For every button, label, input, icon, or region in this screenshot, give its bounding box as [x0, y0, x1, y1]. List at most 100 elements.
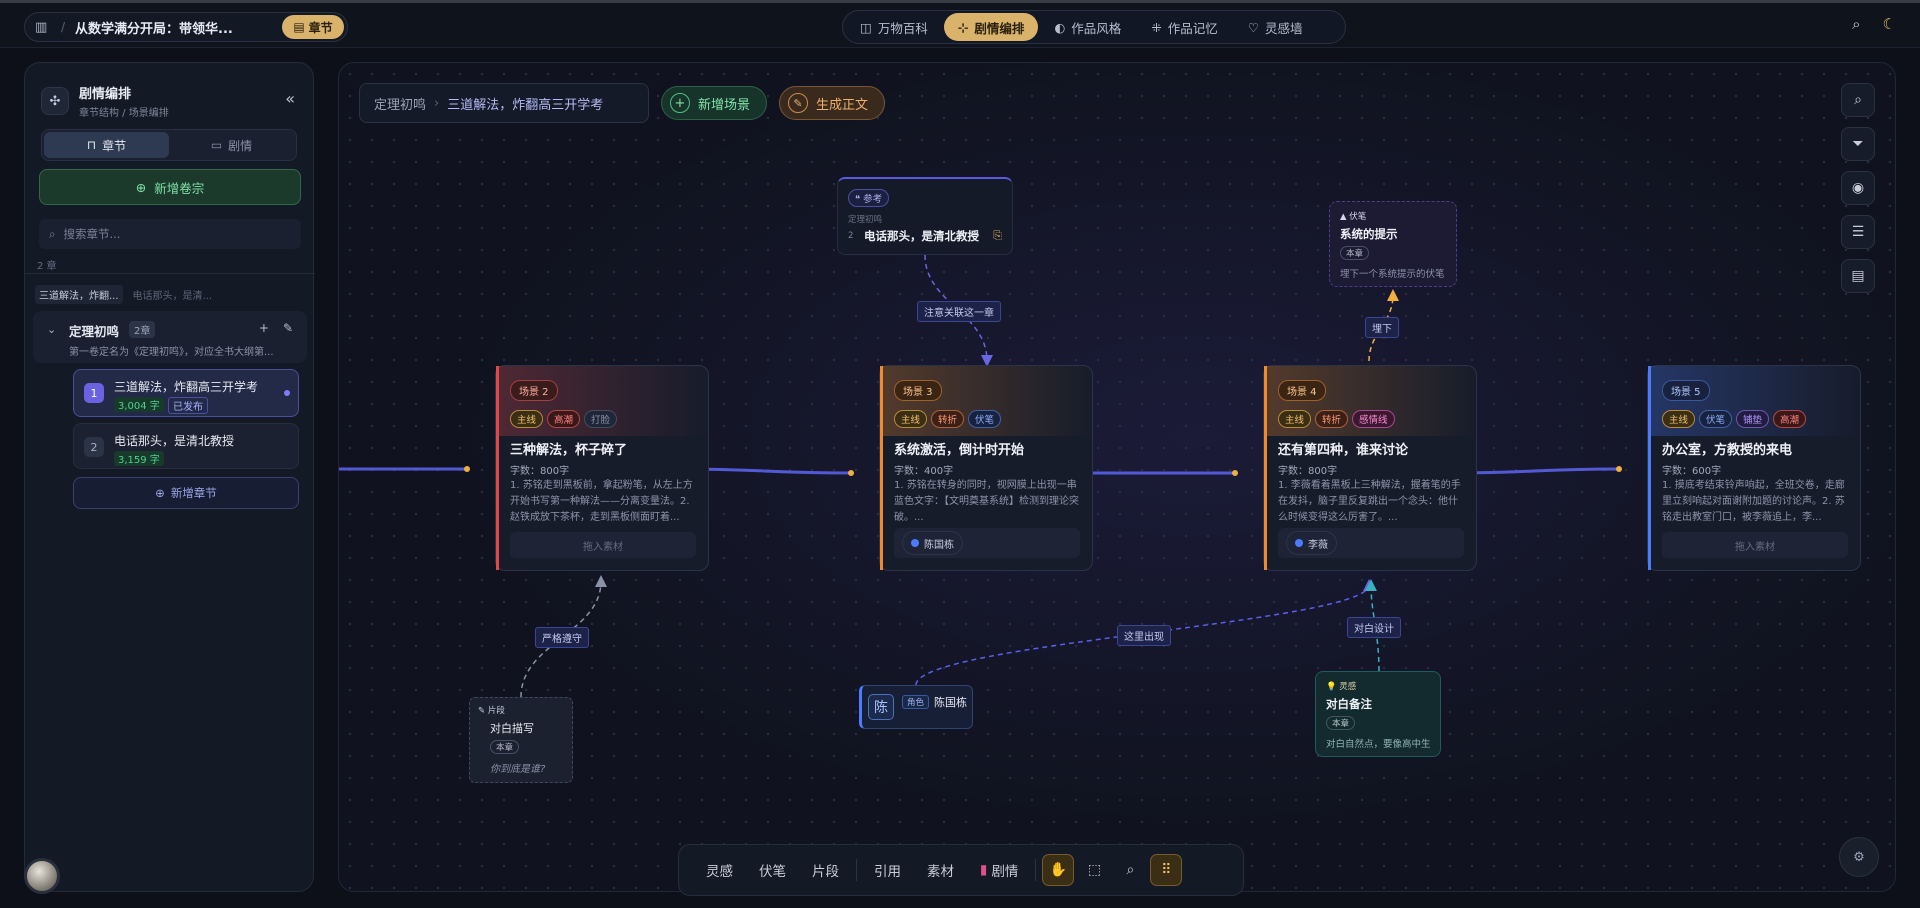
zoom-icon[interactable]: ⌕: [1126, 862, 1135, 878]
search-icon[interactable]: ⌕: [1852, 15, 1861, 33]
scene-words: 字数：800字: [510, 466, 570, 477]
character-chip[interactable]: 李薇: [1286, 531, 1337, 555]
foreshadow-label: ▲ 伏笔: [1340, 212, 1367, 222]
chapter-item[interactable]: 1 三道解法，炸翻高三开学考 3,004 字 已发布: [73, 369, 299, 417]
chapter-number: 1: [84, 383, 104, 403]
breadcrumb-volume[interactable]: 定理初鸣: [374, 97, 427, 113]
search-icon[interactable]: ⌕: [1841, 83, 1875, 117]
plot-logo-icon: ✣: [41, 87, 69, 115]
scene-description: 1. 苏铭走到黑板前，拿起粉笔，从左上方开始书写第一种解法——分离变量法。2. …: [510, 480, 693, 523]
ai-assistant-icon[interactable]: ⚙: [1839, 837, 1879, 877]
tab-memory[interactable]: ⁜作品记忆: [1151, 19, 1218, 36]
align-icon[interactable]: ☰: [1841, 215, 1875, 249]
scene-card[interactable]: 场景 5 主线 伏笔 铺垫 高潮 办公室，方教授的来电 字数：600字 1. 摸…: [1647, 365, 1861, 571]
scope-badge: 本章: [1326, 716, 1356, 730]
character-card[interactable]: 陈 角色 陈国栋: [859, 685, 973, 729]
bar-chart-icon[interactable]: ▥: [35, 19, 48, 35]
chapter-item[interactable]: 2 电话那头，是清北教授 3,159 字: [73, 423, 299, 469]
edit-icon[interactable]: ✎: [282, 321, 293, 335]
tab-encyclopedia[interactable]: ◫万物百科: [860, 19, 928, 36]
add-inspiration[interactable]: 灵感: [706, 864, 733, 880]
chapter-words: 3,159 字: [114, 451, 164, 466]
scene-words: 字数：400字: [894, 466, 954, 477]
inspiration-title: 对白备注: [1326, 697, 1372, 711]
chip-active-chapter[interactable]: 三道解法，炸翻...: [35, 285, 123, 304]
bulb-icon: 💡: [1326, 682, 1340, 692]
plot-icon: ▭: [210, 138, 223, 152]
scene-title: 还有第四种，谁来讨论: [1278, 443, 1409, 458]
canvas-tools: ⌕ ⏷ ◉ ☰ ▤: [1841, 83, 1875, 293]
seg-plot[interactable]: ▭剧情: [210, 138, 253, 153]
tag-emotion: 感情线: [1352, 410, 1395, 428]
document-icon[interactable]: ▤: [1841, 259, 1875, 293]
volume-item[interactable]: ⌄ 定理初鸣 2章 + ✎ 第一卷定名为《定理初鸣》，对应全书大纲第...: [33, 311, 307, 363]
add-scene-button[interactable]: +新增场景: [661, 86, 767, 120]
add-reference[interactable]: 引用: [874, 864, 901, 880]
tag-climax: 高潮: [1773, 410, 1807, 428]
edge-label-dialog[interactable]: 对白设计: [1347, 617, 1401, 638]
moon-icon[interactable]: ☾: [1882, 15, 1896, 33]
edge-label-strict[interactable]: 严格遵守: [535, 627, 589, 648]
reference-card[interactable]: ❝ 参考 定理初鸣 2 电话那头，是清北教授 ⎘: [837, 177, 1013, 255]
novel-title[interactable]: 从数学满分开局：带领华...: [75, 21, 233, 37]
tab-style[interactable]: ◐作品风格: [1054, 19, 1122, 36]
edge-label-note[interactable]: 注意关联这一章: [917, 301, 1001, 322]
plus-icon[interactable]: +: [258, 321, 269, 335]
seg-chapter[interactable]: ⊓章节: [44, 132, 169, 158]
add-foreshadow[interactable]: 伏笔: [759, 864, 786, 880]
filter-icon[interactable]: ⏷: [1841, 127, 1875, 161]
book-icon: ◫: [860, 19, 872, 35]
tab-inspiration-wall[interactable]: ♡灵感墙: [1247, 19, 1303, 36]
top-right-actions: ⌕ ☾: [1852, 15, 1896, 33]
chapter-title: 电话那头，是清北教授: [114, 434, 235, 448]
material-dropzone[interactable]: 拖入素材: [510, 532, 696, 558]
link-icon[interactable]: ⎘: [993, 229, 1002, 242]
fragment-label: ✎ 片段: [478, 706, 505, 716]
scene-card[interactable]: 场景 4 主线 转折 感情线 还有第四种，谁来讨论 字数：800字 1. 李薇看…: [1263, 365, 1477, 571]
select-tool-icon[interactable]: ⬚: [1087, 862, 1102, 878]
material-dropzone[interactable]: 拖入素材: [1662, 532, 1848, 558]
eye-icon[interactable]: ◉: [1841, 171, 1875, 205]
add-plot[interactable]: ▮剧情: [980, 862, 1019, 880]
tab-plot-arrange[interactable]: ⊹剧情编排: [943, 13, 1039, 41]
scene-description: 1. 摸底考结束铃声响起，全班交卷，走廊里立刻响起对面谢附加题的讨论声。2. 苏…: [1662, 480, 1845, 523]
chapter-search-input[interactable]: ⌕搜索章节...: [39, 219, 301, 249]
plus-circle-icon: ⊕: [155, 486, 165, 500]
scope-badge: 本章: [490, 740, 520, 754]
view-segment: ⊓章节 ▭剧情: [41, 129, 297, 161]
pen-icon: ✎: [478, 706, 488, 716]
fragment-card[interactable]: ✎ 片段 对白描写 本章 你到底是谁?: [469, 697, 573, 783]
scene-card[interactable]: 场景 2 主线 高潮 打脸 三种解法，杯子碎了 字数：800字 1. 苏铭走到黑…: [495, 365, 709, 571]
scene-label: 场景 5: [1662, 380, 1710, 401]
hand-tool-icon[interactable]: ✋: [1042, 854, 1075, 886]
scene-tags: 主线 伏笔 铺垫 高潮: [1662, 410, 1807, 428]
chapter-count: 2 章: [37, 261, 57, 272]
avatar[interactable]: [24, 858, 60, 894]
add-material[interactable]: 素材: [927, 864, 954, 880]
tag-main: 主线: [894, 410, 928, 428]
search-icon: ⌕: [49, 226, 56, 241]
scene-words: 字数：800字: [1278, 466, 1338, 477]
edge-label-bury[interactable]: 埋下: [1365, 317, 1399, 338]
add-chapter-button[interactable]: ⊕新增章节: [73, 477, 299, 509]
add-fragment[interactable]: 片段: [812, 864, 839, 880]
grid-icon[interactable]: ⠿: [1150, 854, 1183, 886]
foreshadow-card[interactable]: ▲ 伏笔 系统的提示 本章 埋下一个系统提示的伏笔: [1329, 201, 1457, 287]
plot-canvas[interactable]: 定理初鸣 › 三道解法，炸翻高三开学考 +新增场景 ✎生成正文 ⌕ ⏷ ◉ ☰ …: [338, 62, 1896, 892]
breadcrumb-chapter: 三道解法，炸翻高三开学考: [447, 97, 604, 113]
chapter-number: 2: [84, 437, 104, 457]
node-toolbar: 灵感 伏笔 片段 引用 素材 ▮剧情 ✋ ⬚ ⌕ ⠿: [678, 844, 1244, 896]
chapter-badge[interactable]: ▤ 章节: [282, 15, 344, 39]
edge-label-appear[interactable]: 这里出现: [1117, 625, 1171, 646]
reference-label: ❝ 参考: [848, 189, 890, 207]
scene-card[interactable]: 场景 3 主线 转折 伏笔 系统激活，倒计时开始 字数：400字 1. 苏铭在转…: [879, 365, 1093, 571]
plot-icon: ▮: [980, 862, 988, 878]
collapse-icon[interactable]: «: [285, 89, 295, 108]
sidebar-title: 剧情编排: [79, 87, 132, 102]
add-volume-button[interactable]: ⊕新增卷宗: [39, 169, 301, 205]
character-chip[interactable]: 陈国栋: [902, 531, 963, 555]
chevron-down-icon[interactable]: ⌄: [47, 323, 57, 336]
generate-text-button[interactable]: ✎生成正文: [779, 86, 885, 120]
chip-chapter[interactable]: 电话那头，是清...: [132, 291, 213, 302]
inspiration-card[interactable]: 💡 灵感 对白备注 本章 对白自然点，要像高中生: [1315, 671, 1441, 757]
